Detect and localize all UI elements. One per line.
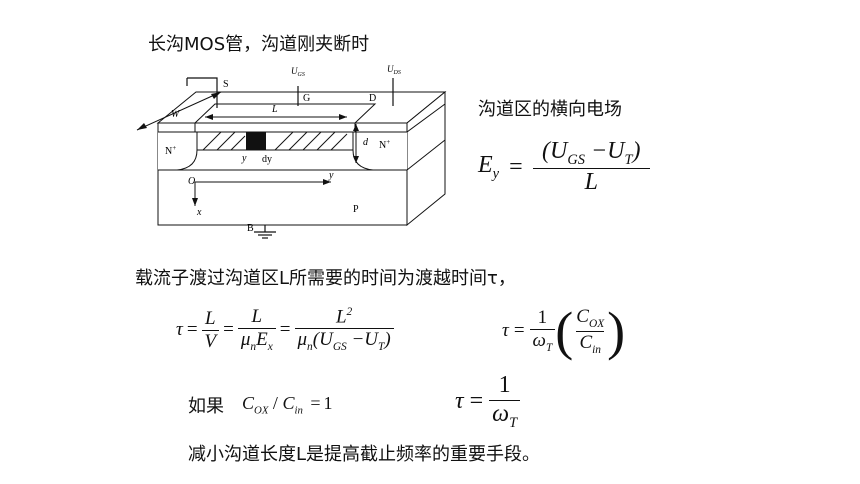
origin-label: O [188, 176, 195, 187]
tau-fraction-2: L μnEx [237, 306, 276, 354]
ey-equals: = [509, 153, 523, 180]
drain-label: D [369, 93, 376, 104]
dy-slice [246, 132, 266, 150]
condition-equation: COX / Cin =1 [242, 393, 333, 417]
y-position-label: y [241, 153, 247, 164]
n-left-label: N+ [165, 144, 176, 157]
ugs-label: UGS [291, 66, 305, 78]
ey-lhs: Ey [478, 152, 500, 182]
source-n-region [158, 131, 198, 171]
ey-fraction: (UGS −UT) L [532, 138, 650, 197]
x-axis-label: x [196, 207, 202, 218]
tau-capacitance-equation: τ = 1 ωT ( COX Cin ) [502, 301, 626, 361]
left-paren: ( [555, 301, 574, 361]
device-caption: 长沟MOS管，沟道刚夹断时 [148, 34, 370, 55]
source-label: S [223, 79, 229, 90]
width-label: W [171, 109, 181, 120]
transit-caption: 载流子渡过沟道区L所需要的时间为渡越时间τ， [135, 268, 516, 289]
tau-fraction-3: L2 μn(UGS −UT) [294, 306, 394, 354]
y-axis-label: y [328, 170, 334, 181]
tau-fraction-1: L V [201, 308, 220, 353]
channel-hatch [194, 131, 356, 151]
body-label: B [247, 223, 254, 234]
tau-transit-equation: τ = L V = L μnEx = L2 μn(UGS −UT) [176, 306, 394, 354]
substrate-label: P [353, 204, 359, 215]
condition-row: 如果 COX / Cin =1 [188, 392, 333, 418]
dy-label: dy [262, 154, 272, 165]
length-label: L [271, 104, 278, 115]
drain-n-region [352, 131, 407, 171]
width-arrow [136, 91, 222, 131]
mos-device-diagram: S G D UGS UDS W L d N+ N+ P B O x y y dy [136, 64, 447, 239]
tau-omega-equation: τ = 1 ωT [455, 372, 521, 431]
gate-plate [193, 103, 377, 124]
ey-equation: Ey = (UGS −UT) L [478, 138, 650, 197]
n-right-label: N+ [379, 138, 390, 151]
right-paren: ) [607, 301, 626, 361]
condition-prefix: 如果 [188, 396, 224, 417]
conclusion-text: 减小沟道长度L是提高截止频率的重要手段。 [188, 444, 541, 465]
gate-oxide [194, 122, 356, 133]
gate-label: G [303, 93, 310, 104]
field-caption: 沟道区的横向电场 [478, 99, 622, 120]
uds-label: UDS [387, 64, 401, 76]
depth-label: d [363, 137, 369, 148]
source-terminal [187, 77, 218, 108]
